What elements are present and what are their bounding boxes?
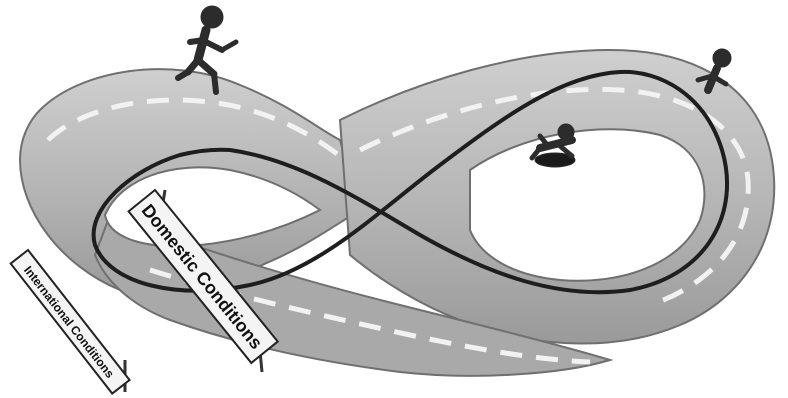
infinity-track-illustration: Domestic Conditions International Condit… (0, 0, 788, 398)
